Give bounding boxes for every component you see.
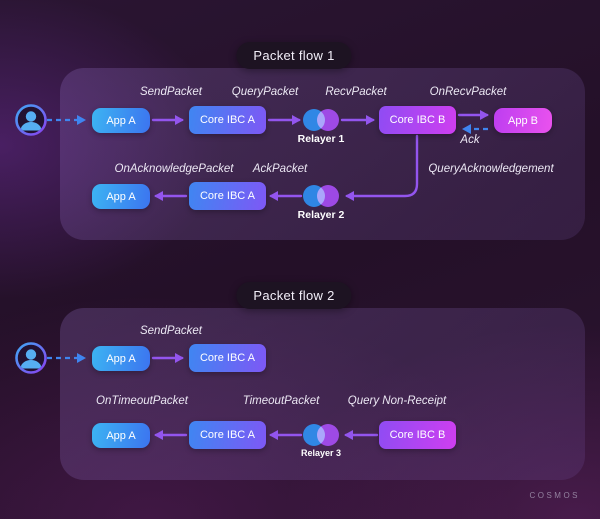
node-core-ibc-a: Core IBC A: [189, 106, 266, 134]
cosmos-logo: COSMOS: [529, 491, 580, 500]
label-ack-packet: AckPacket: [252, 163, 308, 175]
label-on-acknowledge-packet: OnAcknowledgePacket: [114, 163, 234, 175]
user-icon-flow1: [17, 106, 46, 135]
node-app-a: App A: [92, 184, 150, 209]
label-send-packet-flow2: SendPacket: [139, 325, 203, 337]
flow2-panel: [60, 308, 585, 480]
label-ack: Ack: [460, 134, 480, 146]
flow1-panel: [60, 68, 585, 240]
relayer-1-icon: [303, 109, 339, 131]
label-timeout-packet: TimeoutPacket: [242, 395, 320, 407]
relayer-circle-purple-icon: [317, 109, 339, 131]
label-query-packet: QueryPacket: [231, 86, 299, 98]
arrow-query-acknowledgement: [345, 134, 419, 201]
node-core-ibc-a: Core IBC A: [189, 182, 266, 210]
label-query-non-receipt: Query Non-Receipt: [347, 395, 447, 407]
relayer-2-icon: [303, 185, 339, 207]
user-icon-flow2: [17, 344, 46, 373]
flow2-title: Packet flow 2: [236, 282, 352, 309]
node-core-ibc-b: Core IBC B: [379, 421, 456, 449]
node-app-a: App A: [92, 423, 150, 448]
relayer-1-label: Relayer 1: [297, 133, 345, 145]
label-query-acknowledgement: QueryAcknowledgement: [428, 163, 554, 175]
label-on-timeout-packet: OnTimeoutPacket: [96, 395, 188, 407]
relayer-3-label: Relayer 3: [300, 448, 342, 458]
relayer-circle-purple-icon: [317, 424, 339, 446]
relayer-3-icon: [303, 424, 339, 446]
label-on-recv-packet: OnRecvPacket: [429, 86, 507, 98]
node-core-ibc-a: Core IBC A: [189, 421, 266, 449]
label-send-packet-flow1: SendPacket: [139, 86, 203, 98]
node-app-a: App A: [92, 346, 150, 371]
node-core-ibc-a: Core IBC A: [189, 344, 266, 372]
flow1-title: Packet flow 1: [236, 42, 352, 69]
relayer-2-label: Relayer 2: [297, 209, 345, 221]
label-recv-packet: RecvPacket: [325, 86, 387, 98]
node-core-ibc-b: Core IBC B: [379, 106, 456, 134]
relayer-circle-purple-icon: [317, 185, 339, 207]
node-app-a: App A: [92, 108, 150, 133]
node-app-b: App B: [494, 108, 552, 133]
